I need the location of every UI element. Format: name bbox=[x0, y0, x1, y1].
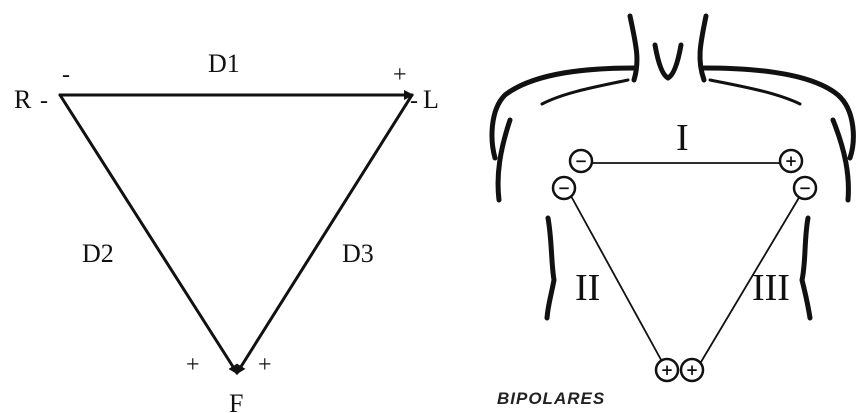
vertex-f-label: F bbox=[229, 389, 243, 413]
electrode-mid-left: − bbox=[553, 177, 575, 199]
electrode-bottom-left: + bbox=[656, 359, 678, 381]
electrode-sign: − bbox=[799, 179, 812, 197]
electrode-mid-right: − bbox=[794, 177, 816, 199]
lead-ii-label: II bbox=[575, 267, 600, 309]
lead-d3-label: D3 bbox=[342, 239, 374, 268]
electrode-sign: + bbox=[661, 361, 674, 379]
vertex-r-label: R bbox=[14, 85, 32, 114]
electrode-top-right: + bbox=[780, 150, 802, 172]
lead-i-label: I bbox=[676, 117, 689, 159]
right-arm-outer bbox=[833, 120, 848, 200]
lead-iii-label: III bbox=[752, 267, 790, 309]
figure-caption: BIPOLARES bbox=[497, 389, 605, 408]
lead-d1-label: D1 bbox=[208, 49, 240, 78]
lead-d2-label: D2 bbox=[82, 239, 114, 268]
torso-figure: I II III − + − − + + BIPOLARES bbox=[492, 16, 853, 408]
polarity-f-left: + bbox=[186, 352, 200, 378]
electrode-bottom-right: + bbox=[681, 359, 703, 381]
throat-line bbox=[655, 45, 681, 78]
polarity-l-top: + bbox=[393, 62, 407, 88]
left-torso-side bbox=[547, 218, 554, 318]
left-clavicle-line bbox=[542, 80, 628, 104]
polarity-l-side: - bbox=[410, 88, 418, 114]
right-clavicle-line bbox=[710, 80, 800, 104]
electrode-sign: + bbox=[686, 361, 699, 379]
electrode-sign: − bbox=[558, 179, 571, 197]
vertex-l-label: L bbox=[423, 85, 439, 114]
electrode-sign: + bbox=[785, 152, 798, 170]
lead-d3-arrow bbox=[237, 95, 412, 373]
left-arm-outer bbox=[498, 120, 510, 200]
electrode-sign: − bbox=[575, 152, 588, 170]
electrode-top-left: − bbox=[570, 150, 592, 172]
einthoven-triangle: R L F D1 D2 D3 - - + - + + bbox=[14, 49, 439, 413]
polarity-r-top: - bbox=[62, 62, 70, 88]
right-torso-side bbox=[802, 218, 810, 318]
lead-d2-arrow bbox=[60, 95, 237, 373]
polarity-r-side: - bbox=[40, 88, 48, 114]
left-shoulder-line bbox=[492, 68, 634, 158]
polarity-f-right: + bbox=[258, 352, 272, 378]
right-shoulder-line bbox=[704, 68, 853, 158]
